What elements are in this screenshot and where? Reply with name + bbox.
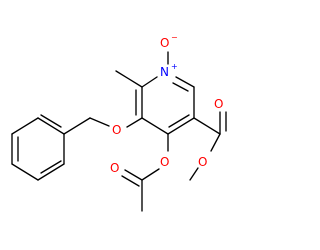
bonds [11,51,227,212]
bond-ph1-ph2-double [40,114,62,128]
atom-o-ester-carbonyl: O [214,97,223,111]
bond-c2-methyl [115,70,143,88]
bond-ch2-phenyl [63,117,91,135]
atom-o-benzyloxy: O [112,123,121,137]
bond-o-acetoxy-acyl-c [141,168,160,181]
bond-acyl-c-o-carbonyl-double [121,175,140,187]
bond-c5-ester-c [193,117,221,135]
charge-n1: + [171,62,178,71]
atom-o-acetyl-carbonyl: O [110,161,119,175]
bond-ph5-ph6 [37,163,65,181]
bond-ph2-ph3 [11,117,39,135]
bond-n1-c2 [141,76,158,88]
bond-ph5-ph6-double [40,160,62,174]
bond-c6-n1 [175,76,195,88]
atom-o-acetoxy: O [160,155,169,169]
atom-o-noxide: O [160,36,169,50]
bond-acyl-c-o-carbonyl [124,169,143,181]
bond-c3-c4 [141,117,169,135]
atom-o-ester-methoxy: O [198,155,207,169]
atom-n1: N [160,65,169,79]
bond-c4-c5-double [168,114,190,128]
bond-ester-c-o-methoxy [210,133,221,152]
bond-c6-n1-double [172,82,189,92]
bond-o-methoxy-methyl [189,167,199,181]
molecule-structure-diagram: N + O − O O O O O [11,33,227,212]
bond-ph1-ph2 [37,117,65,135]
bond-c3-o-benzyloxy [126,117,143,128]
bond-c4-c5 [167,117,195,135]
atom-labels: N + O − O O O O O [110,33,223,175]
bond-o-benzyloxy-ch2 [89,117,110,127]
bond-ph4-ph5 [11,163,39,181]
charge-o-noxide: − [171,33,178,42]
